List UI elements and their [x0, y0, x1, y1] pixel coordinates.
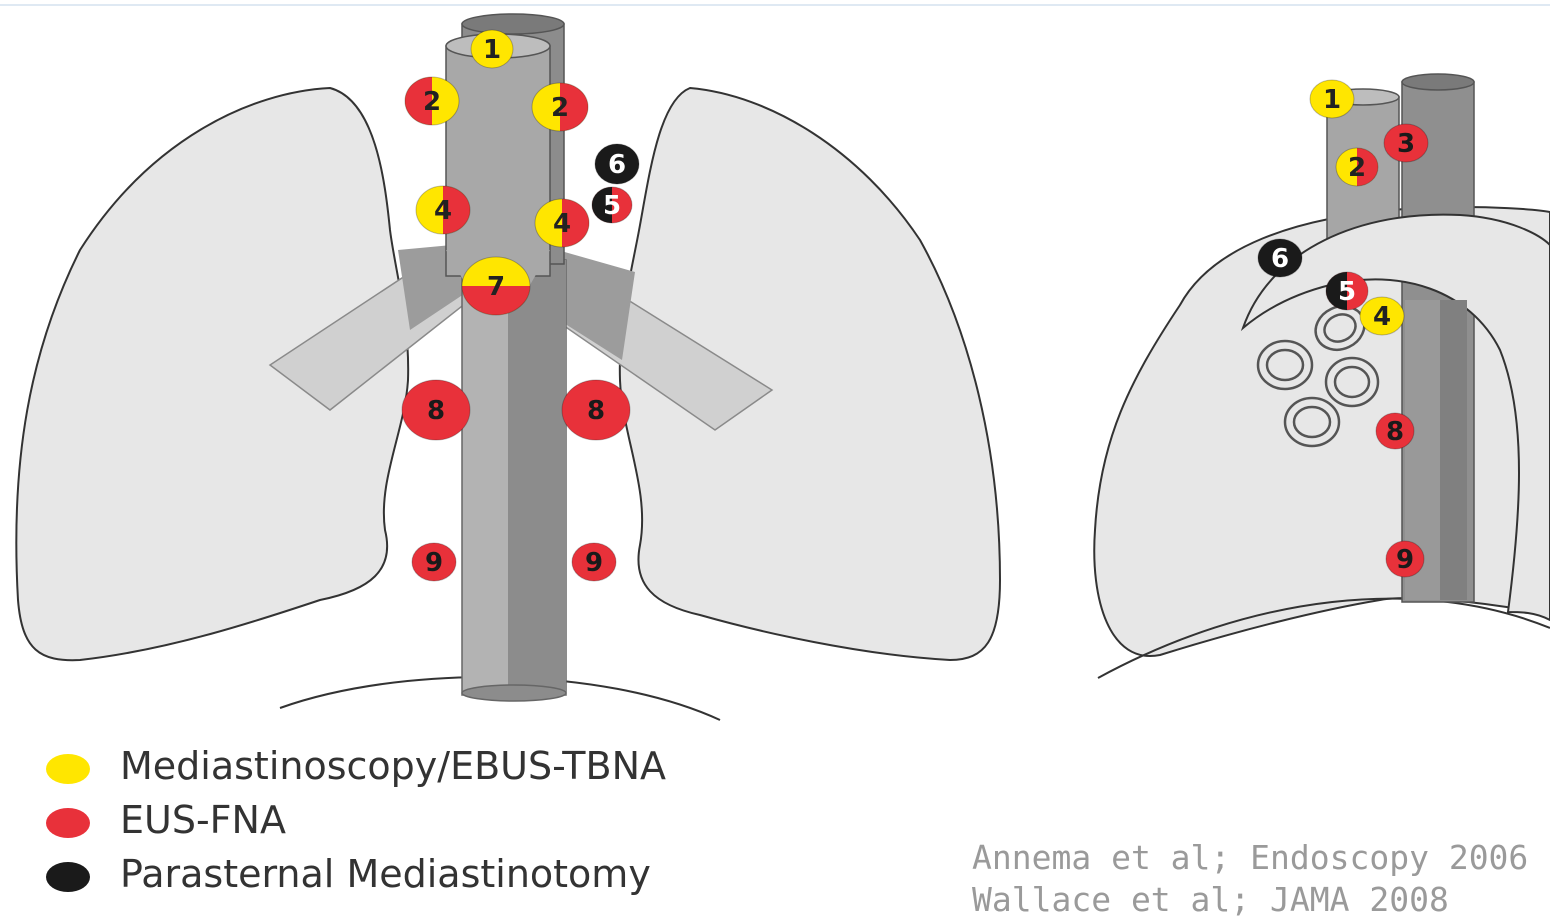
side-view [1094, 74, 1550, 678]
side-esophagus-top [1402, 74, 1474, 90]
node-label: 8 [1386, 417, 1404, 447]
front-node-station-8: 8 [402, 380, 470, 440]
rear-tube-top [462, 14, 564, 34]
yellow-dot-icon [46, 754, 90, 784]
node-label: 9 [425, 548, 443, 578]
red-dot-icon [46, 808, 90, 838]
front-node-station-8: 8 [562, 380, 630, 440]
esophagus-bottom [462, 685, 566, 701]
front-node-station-5: 5 [592, 187, 632, 223]
legend-label: EUS-FNA [120, 798, 286, 842]
node-label: 5 [603, 191, 621, 221]
side-node-station-4: 4 [1360, 297, 1404, 335]
node-label: 5 [1338, 277, 1356, 307]
side-node-station-9: 9 [1386, 541, 1424, 577]
front-node-station-9: 9 [572, 543, 616, 581]
node-label: 4 [553, 209, 571, 239]
front-node-station-9: 9 [412, 543, 456, 581]
black-dot-icon [46, 862, 90, 892]
node-label: 9 [1396, 545, 1414, 575]
front-view [16, 14, 1000, 720]
node-label: 8 [427, 396, 445, 426]
node-label: 2 [1348, 153, 1366, 183]
node-label: 1 [1323, 85, 1341, 115]
front-node-station-7: 7 [462, 257, 530, 315]
node-label: 2 [423, 87, 441, 117]
node-label: 6 [1271, 244, 1289, 274]
trachea [446, 46, 550, 276]
front-node-station-2: 2 [532, 83, 588, 131]
side-node-station-3: 3 [1384, 124, 1428, 162]
side-node-station-8: 8 [1376, 413, 1414, 449]
side-node-station-2: 2 [1336, 148, 1378, 186]
node-label: 9 [585, 548, 603, 578]
front-node-station-6: 6 [595, 144, 639, 184]
node-label: 3 [1397, 129, 1415, 159]
node-label: 6 [608, 150, 626, 180]
front-node-station-1: 1 [471, 30, 513, 68]
front-node-station-4: 4 [416, 186, 470, 234]
node-label: 8 [587, 396, 605, 426]
front-node-station-4: 4 [535, 199, 589, 247]
node-label: 7 [487, 272, 505, 302]
node-label: 4 [434, 196, 452, 226]
node-label: 2 [551, 93, 569, 123]
side-node-station-5: 5 [1326, 272, 1368, 310]
front-node-station-2: 2 [405, 77, 459, 125]
citation-annema: Annema et al; Endoscopy 2006 [972, 838, 1528, 877]
legend-label: Parasternal Mediastinotomy [120, 852, 651, 896]
node-label: 4 [1373, 302, 1391, 332]
esophagus-shadow [508, 260, 566, 695]
side-node-station-6: 6 [1258, 239, 1302, 277]
legend-label: Mediastinoscopy/EBUS-TBNA [120, 744, 666, 788]
citation-wallace: Wallace et al; JAMA 2008 [972, 880, 1449, 919]
side-esophagus-shadow [1440, 300, 1467, 600]
node-label: 1 [483, 35, 501, 65]
side-node-station-1: 1 [1310, 80, 1354, 118]
